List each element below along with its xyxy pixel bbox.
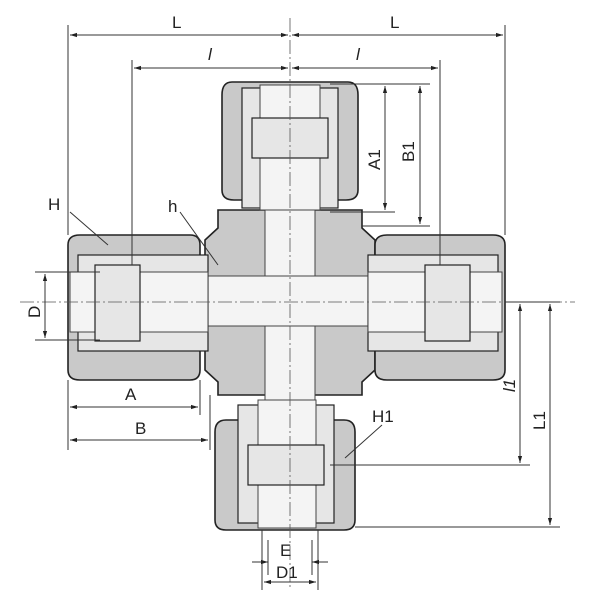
label-L1: L1 bbox=[530, 411, 549, 430]
label-H1: H1 bbox=[372, 407, 394, 426]
label-A1: A1 bbox=[365, 149, 384, 170]
label-l-right: l bbox=[356, 45, 361, 64]
left-nut bbox=[67, 234, 209, 381]
bottom-nut bbox=[214, 399, 356, 531]
label-L-left: L bbox=[172, 13, 181, 32]
label-E: E bbox=[280, 541, 291, 560]
label-l1: l1 bbox=[500, 379, 519, 392]
label-B: B bbox=[135, 419, 146, 438]
label-D1: D1 bbox=[276, 563, 298, 582]
label-l-left: l bbox=[208, 45, 213, 64]
label-A: A bbox=[125, 385, 137, 404]
label-H: H bbox=[48, 195, 60, 214]
label-h: h bbox=[168, 197, 177, 216]
label-B1: B1 bbox=[399, 141, 418, 162]
label-D: D bbox=[25, 306, 44, 318]
label-L-right: L bbox=[390, 13, 399, 32]
right-nut bbox=[367, 234, 506, 381]
dimension-lines bbox=[35, 25, 560, 590]
